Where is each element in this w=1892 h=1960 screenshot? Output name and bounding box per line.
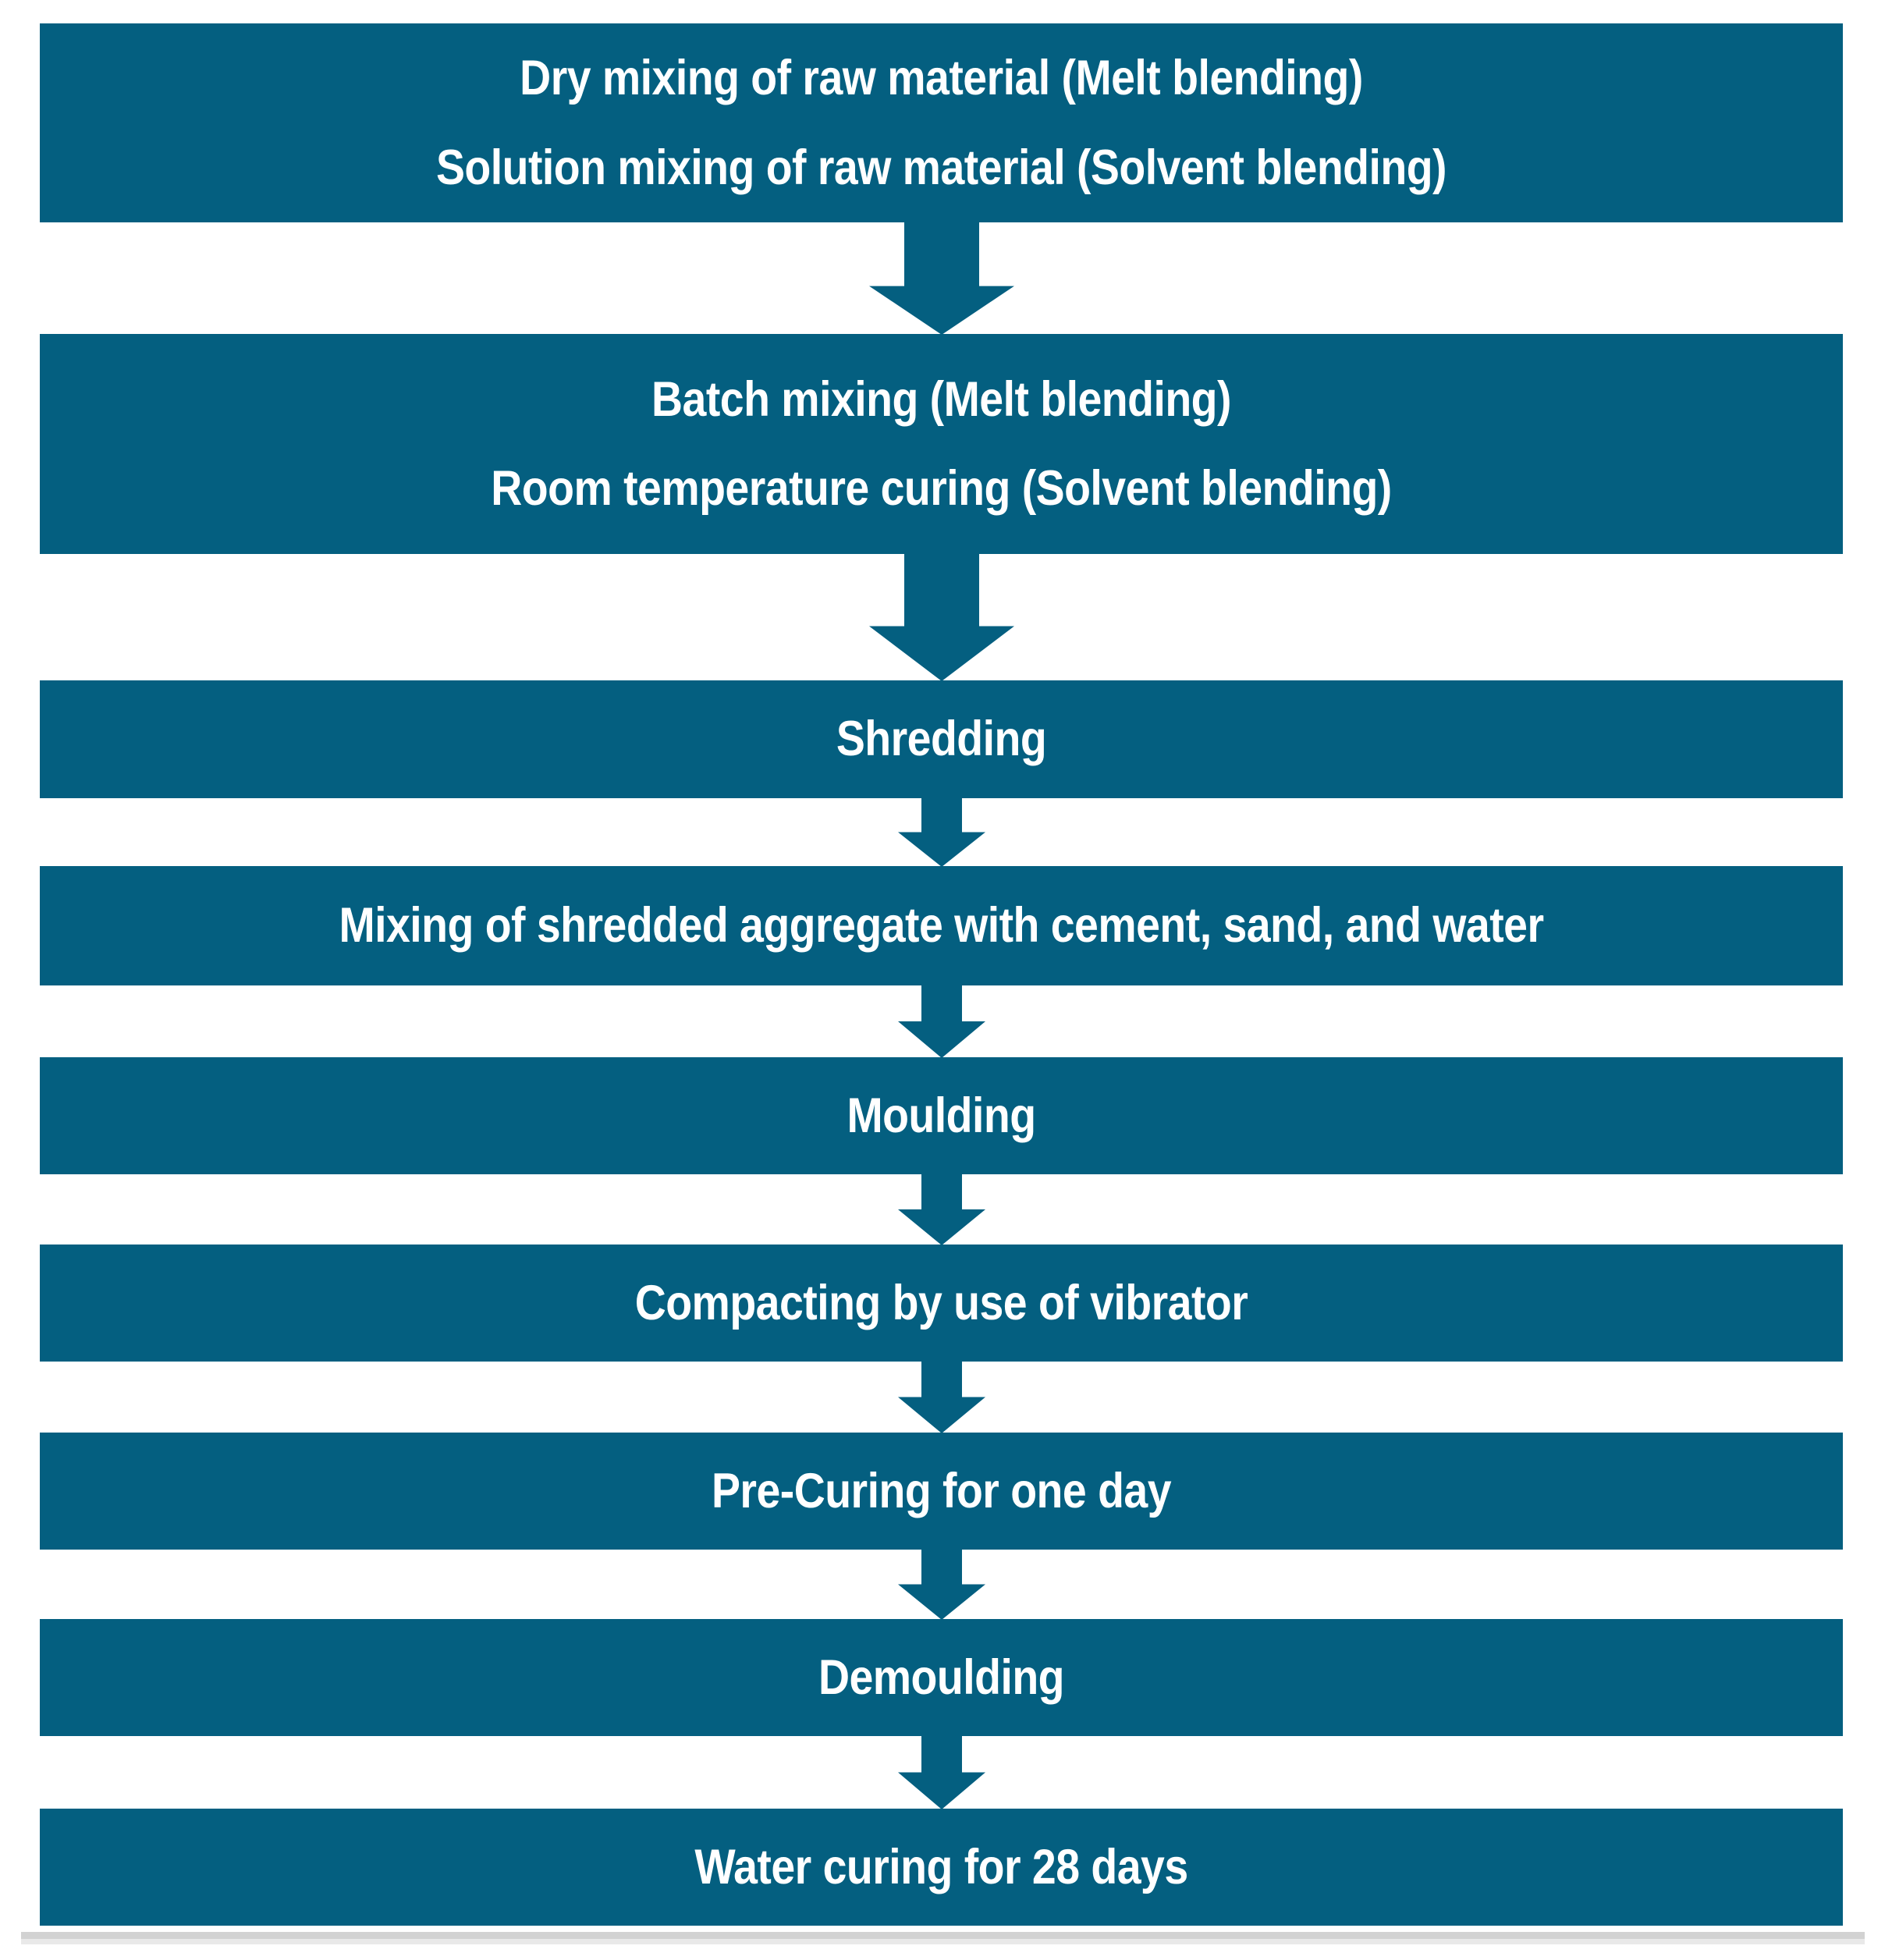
- process-step-box: Moulding: [40, 1057, 1843, 1174]
- process-step-label: Room temperature curing (Solvent blendin…: [491, 461, 1392, 516]
- flow-arrow-down: [897, 1549, 985, 1620]
- process-step-label: Batch mixing (Melt blending): [651, 371, 1231, 427]
- arrow-down-icon: [897, 985, 985, 1058]
- process-step-label: Compacting by use of vibrator: [634, 1275, 1248, 1330]
- flow-arrow-down: [897, 1174, 985, 1245]
- arrow-down-icon: [868, 553, 1014, 681]
- arrow-down-icon: [897, 1735, 985, 1809]
- process-step-label: Demoulding: [818, 1649, 1065, 1705]
- process-step-label: Solution mixing of raw material (Solvent…: [435, 140, 1447, 195]
- process-step-box: Demoulding: [40, 1619, 1843, 1736]
- process-step-label: Shredding: [836, 712, 1047, 767]
- process-step-label: Water curing for 28 days: [694, 1839, 1188, 1894]
- arrow-down-icon: [897, 1174, 985, 1245]
- process-step-label: Pre-Curing for one day: [711, 1463, 1172, 1518]
- bottom-divider-line-dark: [21, 1932, 1865, 1939]
- process-step-box: Compacting by use of vibrator: [40, 1245, 1843, 1362]
- process-step-box: Pre-Curing for one day: [40, 1433, 1843, 1550]
- flow-arrow-down: [897, 1735, 985, 1809]
- process-step-label: Moulding: [847, 1088, 1036, 1143]
- flow-arrow-down: [897, 797, 985, 867]
- process-step-box: Water curing for 28 days: [40, 1809, 1843, 1926]
- arrow-down-icon: [868, 222, 1014, 335]
- process-step-label: Dry mixing of raw material (Melt blendin…: [520, 51, 1363, 106]
- flow-arrow-down: [897, 1361, 985, 1433]
- flow-arrow-down: [868, 222, 1014, 335]
- bottom-divider-line-light: [21, 1939, 1865, 1944]
- arrow-down-icon: [897, 1549, 985, 1620]
- flow-arrow-down: [897, 985, 985, 1058]
- process-step-box: Shredding: [40, 680, 1843, 798]
- arrow-down-icon: [897, 797, 985, 867]
- process-step-box: Mixing of shredded aggregate with cement…: [40, 866, 1843, 985]
- flow-arrow-down: [868, 553, 1014, 681]
- bottom-divider: [21, 1932, 1865, 1944]
- process-step-label: Mixing of shredded aggregate with cement…: [339, 898, 1544, 953]
- process-step-box: Dry mixing of raw material (Melt blendin…: [40, 23, 1843, 222]
- process-step-box: Batch mixing (Melt blending) Room tempera…: [40, 334, 1843, 554]
- arrow-down-icon: [897, 1361, 985, 1433]
